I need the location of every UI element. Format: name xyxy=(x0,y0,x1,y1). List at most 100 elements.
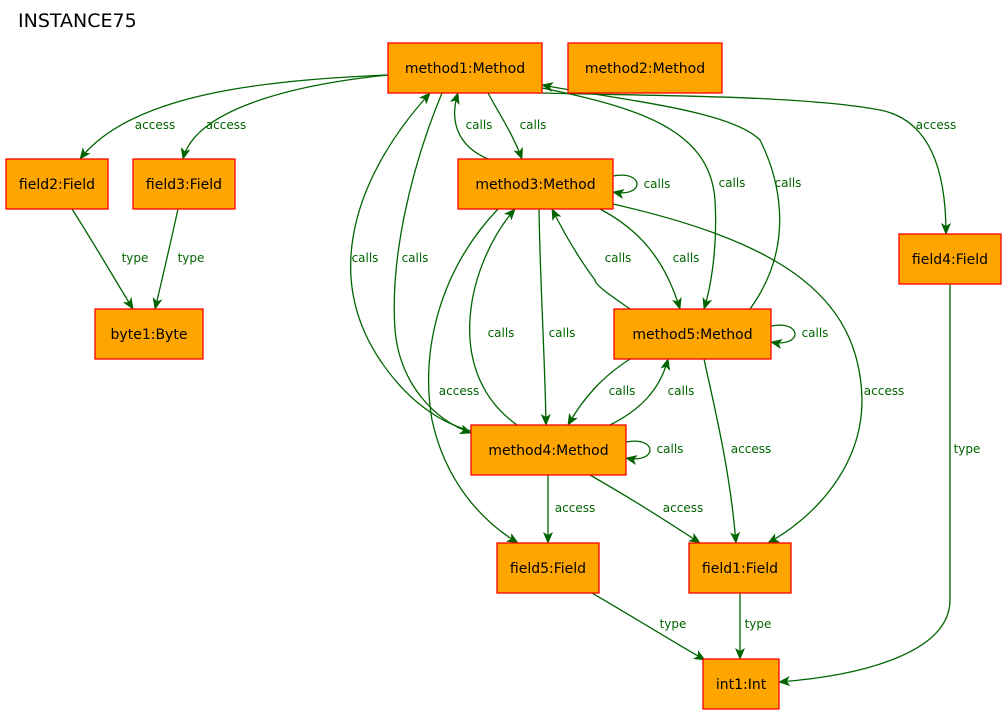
edge-field3-to-byte1: type xyxy=(152,208,205,310)
edge-label: calls xyxy=(549,326,576,340)
byte1-box xyxy=(94,308,204,360)
method2-node: method2:Method xyxy=(567,42,723,94)
edge-label: type xyxy=(178,251,205,265)
edge-method3-to-field5: access xyxy=(428,208,519,544)
edge-method5-to-method5: calls xyxy=(770,324,829,349)
edge-method3-to-method5: calls xyxy=(599,208,700,310)
method4-node: method4:Method xyxy=(470,424,627,476)
edge-line xyxy=(71,208,134,310)
edge-line xyxy=(152,208,179,310)
edge-method4-to-field1: access xyxy=(589,474,703,544)
edge-line xyxy=(538,208,551,426)
field3-box xyxy=(132,158,236,210)
edge-line xyxy=(350,92,472,432)
method4-box xyxy=(470,424,627,476)
int1-box xyxy=(702,658,780,710)
edge-label: type xyxy=(660,617,687,631)
method5-node: method5:Method xyxy=(613,308,772,360)
method5-label: method5:Method xyxy=(632,327,752,343)
edge-method3-to-method1: calls xyxy=(449,92,493,160)
edge-label: type xyxy=(954,442,981,456)
edge-label: access xyxy=(731,442,771,456)
edge-line xyxy=(487,92,523,160)
edge-line xyxy=(469,208,518,426)
edge-method1-to-field3: access xyxy=(180,74,389,160)
method4-label: method4:Method xyxy=(488,443,608,459)
edge-method3-to-method3: calls xyxy=(612,174,671,199)
edge-method4-to-field5: access xyxy=(543,474,595,544)
byte1-node: byte1:Byte xyxy=(94,308,204,360)
edge-line xyxy=(428,208,519,544)
edge-label: access xyxy=(135,118,175,132)
edge-line xyxy=(609,358,671,426)
method1-box xyxy=(387,42,543,94)
edge-line xyxy=(79,74,389,160)
edge-line xyxy=(551,208,631,310)
edge-label: calls xyxy=(644,177,671,191)
int1-node: int1:Int xyxy=(702,658,780,710)
field1-box xyxy=(688,542,792,594)
field4-label: field4:Field xyxy=(912,252,988,268)
method5-box xyxy=(613,308,772,360)
edge-label: calls xyxy=(657,442,684,456)
byte1-label: byte1:Byte xyxy=(111,327,188,343)
edge-label: access xyxy=(916,118,956,132)
edge-label: calls xyxy=(605,251,632,265)
edge-label: calls xyxy=(802,326,829,340)
edge-label: access xyxy=(439,384,479,398)
edge-method1-to-field4: access xyxy=(541,92,956,235)
method2-label: method2:Method xyxy=(585,61,705,77)
edge-line xyxy=(393,92,472,434)
field3-label: field3:Field xyxy=(146,177,222,193)
edge-label: type xyxy=(745,617,772,631)
edge-line xyxy=(180,74,389,160)
diagram-title: INSTANCE75 xyxy=(18,10,137,32)
edge-line xyxy=(625,440,651,465)
edge-label: access xyxy=(555,501,595,515)
field5-label: field5:Field xyxy=(510,561,586,577)
edge-line xyxy=(599,208,682,310)
edge-label: calls xyxy=(673,251,700,265)
edge-field4-to-int1: type xyxy=(778,283,981,687)
edge-label: calls xyxy=(352,251,379,265)
edge-label: access xyxy=(206,118,246,132)
edge-label: calls xyxy=(466,118,493,132)
edge-line xyxy=(778,283,951,687)
field3-node: field3:Field xyxy=(132,158,236,210)
method2-box xyxy=(567,42,723,94)
method1-node: method1:Method xyxy=(387,42,543,94)
edge-method4-to-method1: calls xyxy=(350,92,472,432)
method3-node: method3:Method xyxy=(457,158,614,210)
edge-method5-to-method1: calls xyxy=(541,82,802,310)
field4-node: field4:Field xyxy=(898,233,1002,285)
edge-label: access xyxy=(663,501,703,515)
method3-label: method3:Method xyxy=(475,177,595,193)
field2-node: field2:Field xyxy=(5,158,109,210)
edge-line xyxy=(541,92,951,235)
field2-box xyxy=(5,158,109,210)
edge-line xyxy=(703,358,741,544)
edge-method1-to-field2: access xyxy=(79,74,389,160)
edge-label: calls xyxy=(775,176,802,190)
edge-method4-to-method3: calls xyxy=(469,208,518,426)
edge-method5-to-method4: calls xyxy=(567,358,636,426)
edge-label: calls xyxy=(609,384,636,398)
edge-method3-to-method4: calls xyxy=(538,208,576,426)
edge-method5-to-method3: calls xyxy=(551,208,632,310)
edge-field2-to-byte1: type xyxy=(71,208,149,310)
field2-label: field2:Field xyxy=(19,177,95,193)
field4-box xyxy=(898,233,1002,285)
edge-label: type xyxy=(122,251,149,265)
field5-box xyxy=(496,542,600,594)
method3-box xyxy=(457,158,614,210)
field5-node: field5:Field xyxy=(496,542,600,594)
edge-label: calls xyxy=(668,384,695,398)
edge-line xyxy=(770,324,796,349)
edge-field5-to-int1: type xyxy=(591,592,706,661)
edge-method4-to-method4: calls xyxy=(625,440,684,465)
edge-line xyxy=(567,358,631,426)
edge-method1-to-method5: calls xyxy=(541,87,745,310)
edge-method1-to-method4: calls xyxy=(393,92,472,434)
edge-label: calls xyxy=(488,326,515,340)
